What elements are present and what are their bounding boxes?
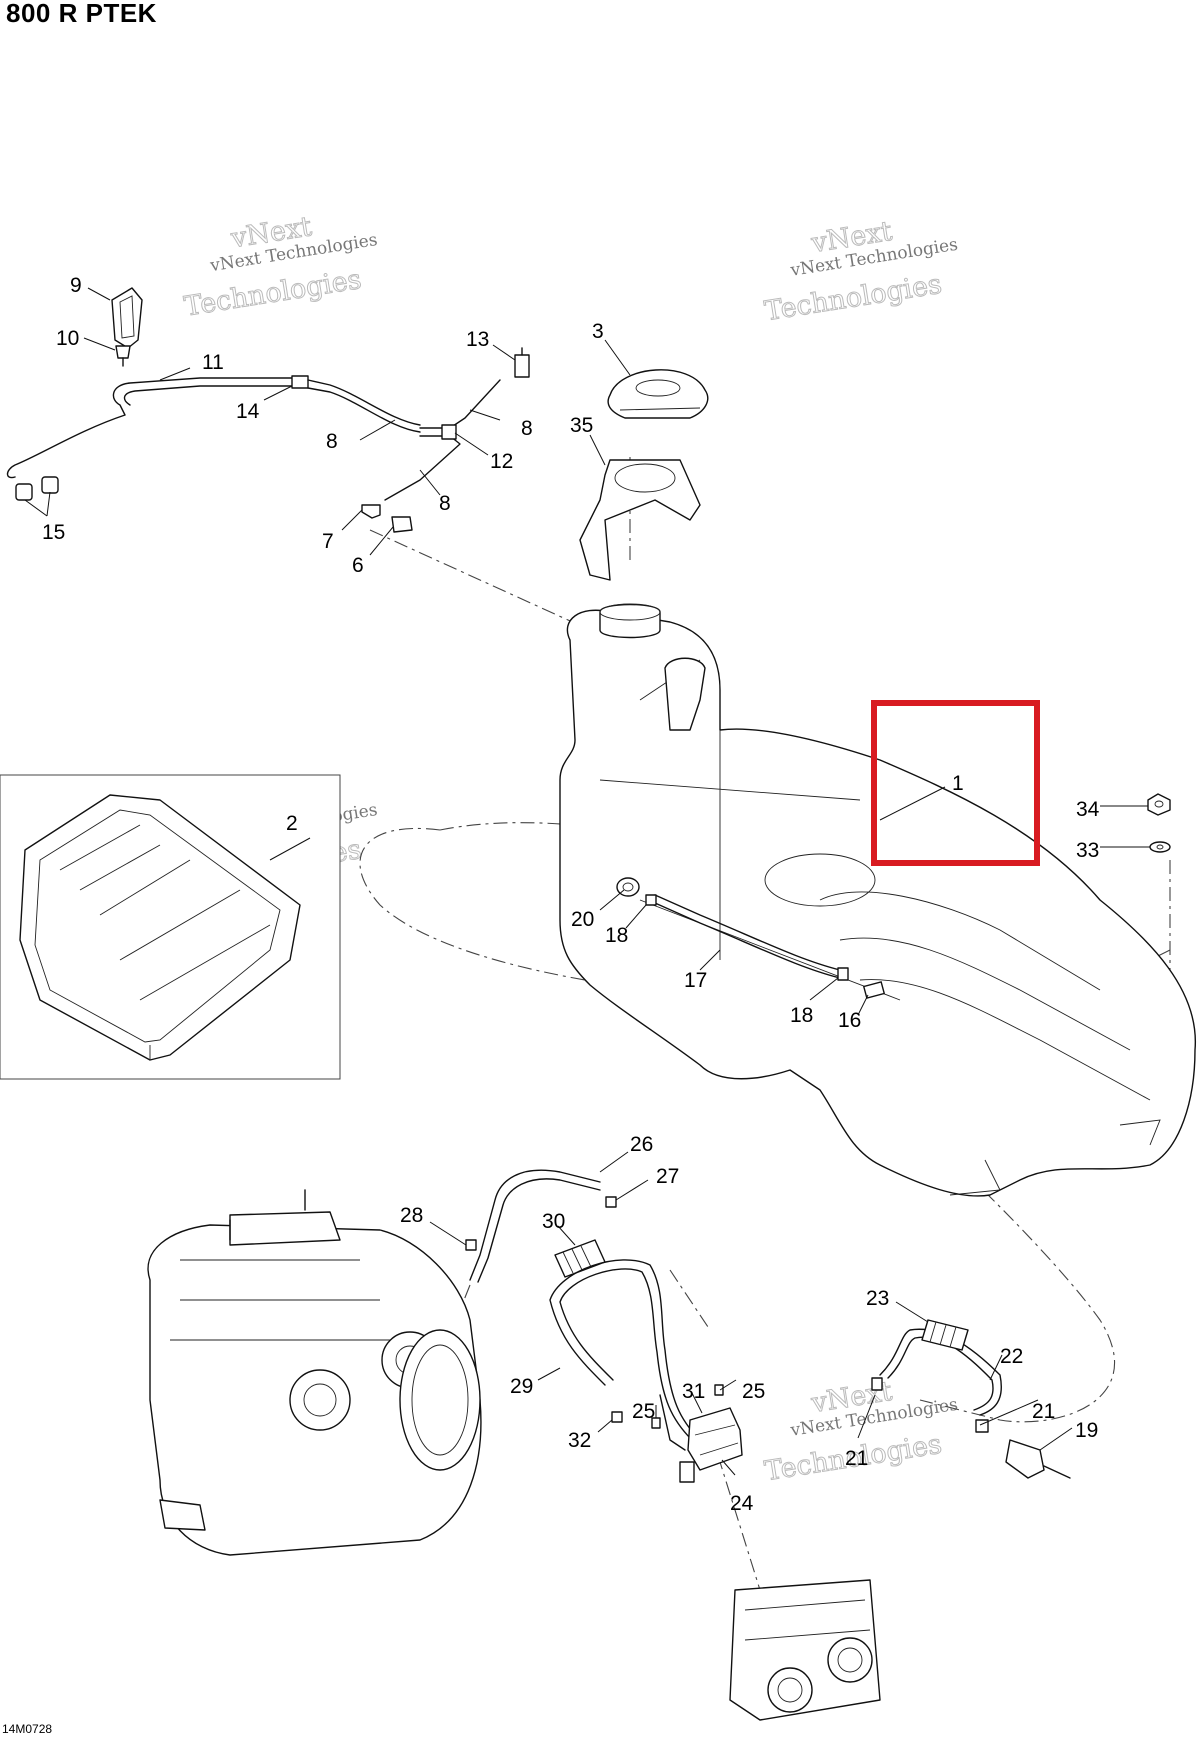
- part-12-tee: [441, 424, 457, 440]
- part-14-connector: [291, 375, 421, 433]
- part-1-fuel-tank: [559, 603, 1196, 1197]
- figure-code: 14M0728: [2, 1722, 53, 1736]
- highlight-box: [871, 700, 1040, 866]
- callout-25b: 25: [632, 1400, 655, 1423]
- callout-12: 12: [490, 450, 513, 473]
- part-34-nut: [1147, 793, 1171, 816]
- part-35-guard: [579, 459, 701, 581]
- part-6-grommet: [391, 516, 413, 533]
- callout-19: 19: [1075, 1419, 1098, 1442]
- engine-assembly: [147, 1189, 482, 1556]
- part-26-hose: [469, 1169, 601, 1283]
- callout-27: 27: [656, 1165, 679, 1188]
- part-28-clamp: [465, 1239, 477, 1251]
- part-29-hose: [549, 1259, 701, 1441]
- callout-21b: 21: [845, 1447, 868, 1470]
- callout-17: 17: [684, 969, 707, 992]
- part-13-valve: [514, 347, 530, 378]
- callout-20: 20: [571, 908, 594, 931]
- callout-1: 1: [952, 772, 964, 795]
- callout-11: 11: [202, 351, 224, 374]
- callout-29: 29: [510, 1375, 533, 1398]
- part-3-fuel-cap: [607, 369, 709, 419]
- part-10-clip: [115, 345, 131, 367]
- callout-31: 31: [682, 1380, 705, 1403]
- part-11-vent-hose: [6, 377, 301, 479]
- part-32-clamp: [611, 1411, 623, 1423]
- watermark-top-right: vNext vNext Technologies Technologies: [762, 215, 959, 328]
- callout-6: 6: [352, 554, 364, 577]
- part-23-sleeve: [921, 1319, 969, 1351]
- watermark-top-left: vNext vNext Technologies Technologies: [182, 211, 379, 323]
- callout-34: 34: [1076, 798, 1100, 821]
- callout-8c: 8: [439, 492, 451, 515]
- callout-26: 26: [630, 1133, 653, 1156]
- callout-24: 24: [730, 1492, 754, 1515]
- callout-14: 14: [236, 400, 260, 423]
- callout-10: 10: [56, 327, 79, 350]
- callout-33: 33: [1076, 839, 1099, 862]
- part-19-fitting: [1005, 1439, 1071, 1479]
- svg-text:Technologies: Technologies: [763, 269, 944, 328]
- callout-8b: 8: [521, 417, 533, 440]
- callout-15: 15: [42, 521, 65, 544]
- callout-28: 28: [400, 1204, 423, 1227]
- part-33-washer: [1149, 841, 1171, 853]
- page-title: 800 R PTEK: [6, 0, 157, 28]
- callout-23: 23: [866, 1287, 889, 1310]
- part-2-inset: [0, 774, 341, 1080]
- part-24-pump: [679, 1407, 743, 1483]
- callout-7: 7: [322, 530, 334, 553]
- svg-text:Technologies: Technologies: [182, 264, 363, 323]
- callout-21a: 21: [1032, 1400, 1055, 1423]
- callout-16: 16: [838, 1009, 861, 1032]
- leader-lines: [24, 287, 1150, 1476]
- callout-3: 3: [592, 320, 604, 343]
- part-8-hoses: [384, 379, 501, 501]
- part-9-bracket: [111, 287, 143, 349]
- callout-32: 32: [568, 1429, 591, 1452]
- callout-25a: 25: [742, 1380, 765, 1403]
- carburetor-assembly: [729, 1579, 881, 1721]
- callout-22: 22: [1000, 1345, 1023, 1368]
- part-27-clamp: [605, 1196, 617, 1208]
- part-31-hose: [659, 1394, 686, 1451]
- callout-30: 30: [542, 1210, 565, 1233]
- callouts: 1 2 3 6 7 8 8 8 9 10 11 12 13 14 15 16 1…: [42, 274, 1100, 1515]
- callout-9: 9: [70, 274, 82, 297]
- callout-8a: 8: [326, 430, 338, 453]
- callout-35: 35: [570, 414, 593, 437]
- callout-13: 13: [466, 328, 489, 351]
- callout-2: 2: [286, 812, 298, 835]
- part-16-fitting: [863, 981, 885, 999]
- callout-18b: 18: [790, 1004, 813, 1027]
- part-17-fuel-line: [654, 894, 841, 979]
- callout-18a: 18: [605, 924, 628, 947]
- part-7-elbow: [361, 504, 381, 519]
- part-15-caps: [15, 476, 59, 501]
- part-18-clamps: [645, 894, 849, 981]
